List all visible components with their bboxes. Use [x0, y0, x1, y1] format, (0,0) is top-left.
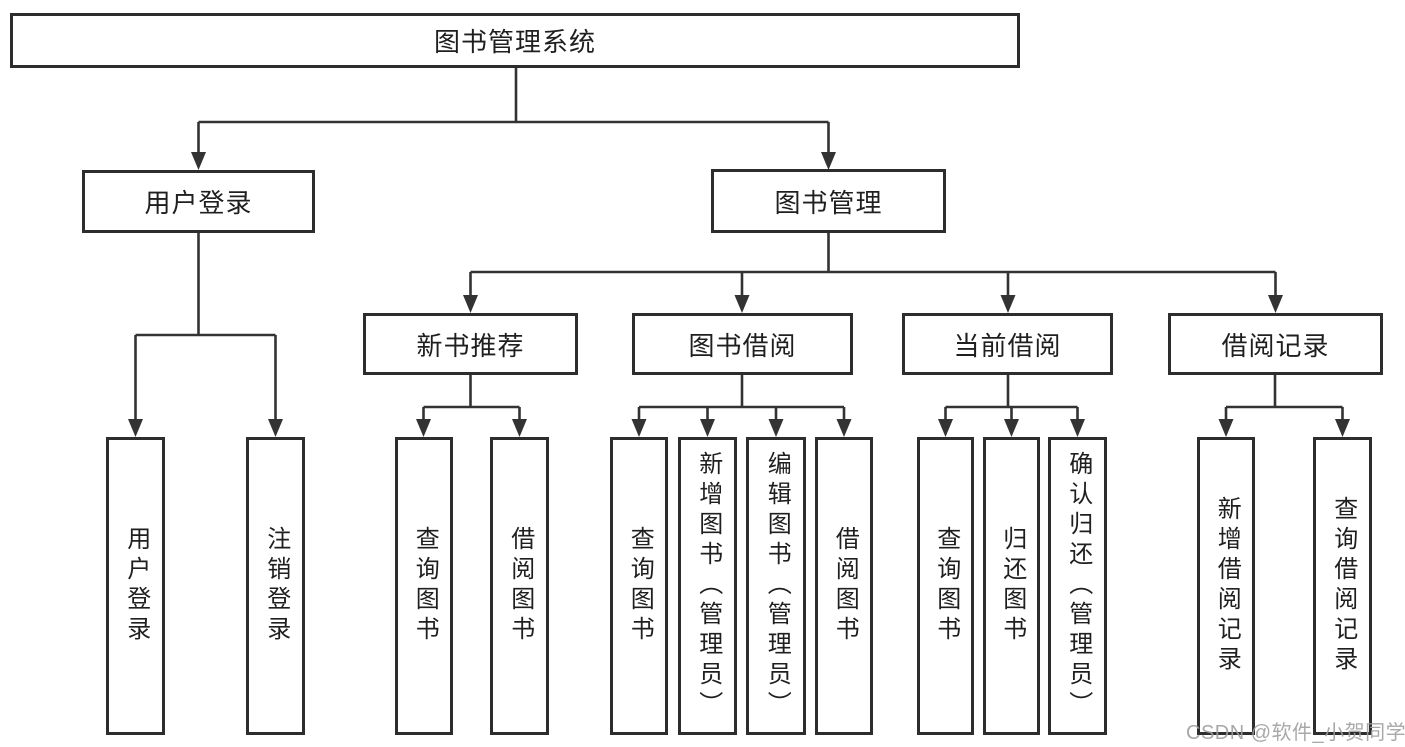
- arrowhead: [1004, 419, 1019, 437]
- arrowhead: [128, 419, 143, 437]
- arrowhead: [463, 295, 478, 313]
- node-label: 确认归还（管理员）: [1064, 451, 1092, 721]
- arrowhead: [512, 419, 527, 437]
- leaf-borrow-query-books: 查询图书: [610, 437, 668, 735]
- node-label: 注销登录: [262, 526, 290, 646]
- leaf-records-query-record: 查询借阅记录: [1313, 437, 1372, 735]
- csdn-watermark: CSDN @软件_小贺同学: [1186, 722, 1405, 744]
- arrowhead: [836, 419, 852, 437]
- edge-currentborrow-to-leaves: [944, 375, 1079, 420]
- leaf-borrow-borrow-books: 借阅图书: [815, 437, 873, 735]
- node-label: 当前借阅: [953, 330, 1062, 361]
- node-label: 借阅记录: [1221, 330, 1330, 361]
- node-label: 借阅图书: [506, 526, 534, 646]
- node-label: 归还图书: [998, 526, 1026, 646]
- node-label: 用户登录: [144, 188, 253, 218]
- node-current-borrow: 当前借阅: [902, 313, 1113, 375]
- node-user-login-group: 用户登录: [82, 170, 315, 233]
- node-new-book-recommend: 新书推荐: [363, 313, 578, 375]
- edge-bookborrow-to-leaves: [637, 375, 846, 420]
- node-book-borrow: 图书借阅: [632, 313, 853, 375]
- leaf-newbook-borrow-books: 借阅图书: [490, 437, 549, 735]
- edge-borrowrecords-to-leaves: [1224, 375, 1344, 420]
- arrowhead: [734, 295, 750, 313]
- edge-bookmgmt-to-level3: [469, 233, 1277, 296]
- node-label: 查询图书: [932, 526, 960, 646]
- arrowhead: [1268, 295, 1283, 313]
- arrowhead: [1218, 419, 1234, 437]
- arrowhead: [768, 419, 784, 437]
- arrowhead: [1000, 295, 1016, 313]
- arrowhead: [631, 419, 647, 437]
- leaf-current-return-books: 归还图书: [983, 437, 1040, 735]
- arrowhead: [1070, 419, 1085, 437]
- leaf-user-login: 用户登录: [106, 437, 165, 735]
- edge-newbook-to-leaves: [422, 375, 521, 420]
- leaf-logout: 注销登录: [246, 437, 305, 735]
- node-label: 新书推荐: [416, 330, 525, 361]
- node-label: 新增借阅记录: [1213, 496, 1241, 676]
- node-label: 图书管理: [774, 187, 883, 218]
- node-borrow-records: 借阅记录: [1168, 313, 1383, 375]
- leaf-records-add-record: 新增借阅记录: [1197, 437, 1255, 735]
- node-label: 图书借阅: [688, 330, 797, 361]
- node-label: 查询图书: [626, 526, 654, 646]
- edge-userlogin-to-leaves: [134, 233, 277, 420]
- arrowhead: [938, 419, 953, 437]
- leaf-borrow-add-books-admin: 新增图书（管理员）: [678, 437, 737, 735]
- leaf-current-query-books: 查询图书: [917, 437, 974, 735]
- arrowhead: [1335, 419, 1350, 437]
- node-book-management: 图书管理: [711, 169, 946, 233]
- node-label: 查询借阅记录: [1329, 496, 1357, 676]
- leaf-newbook-query-books: 查询图书: [395, 437, 453, 735]
- node-root-system: 图书管理系统: [10, 13, 1020, 68]
- node-label: 图书管理系统: [433, 27, 596, 57]
- arrowheads: [128, 152, 1350, 437]
- arrowhead: [821, 152, 836, 170]
- arrowhead: [416, 419, 431, 437]
- leaf-borrow-edit-books-admin: 编辑图书（管理员）: [746, 437, 806, 735]
- node-label: 新增图书（管理员）: [694, 451, 722, 721]
- leaf-current-confirm-return-admin: 确认归还（管理员）: [1048, 437, 1107, 735]
- node-label: 用户登录: [122, 526, 150, 646]
- node-label: 编辑图书（管理员）: [763, 451, 791, 721]
- node-label: 借阅图书: [831, 526, 859, 646]
- edge-root-to-level2: [197, 68, 830, 153]
- arrowhead: [191, 152, 206, 170]
- arrowhead: [700, 419, 715, 437]
- arrowhead: [268, 419, 283, 437]
- node-label: 查询图书: [411, 526, 439, 646]
